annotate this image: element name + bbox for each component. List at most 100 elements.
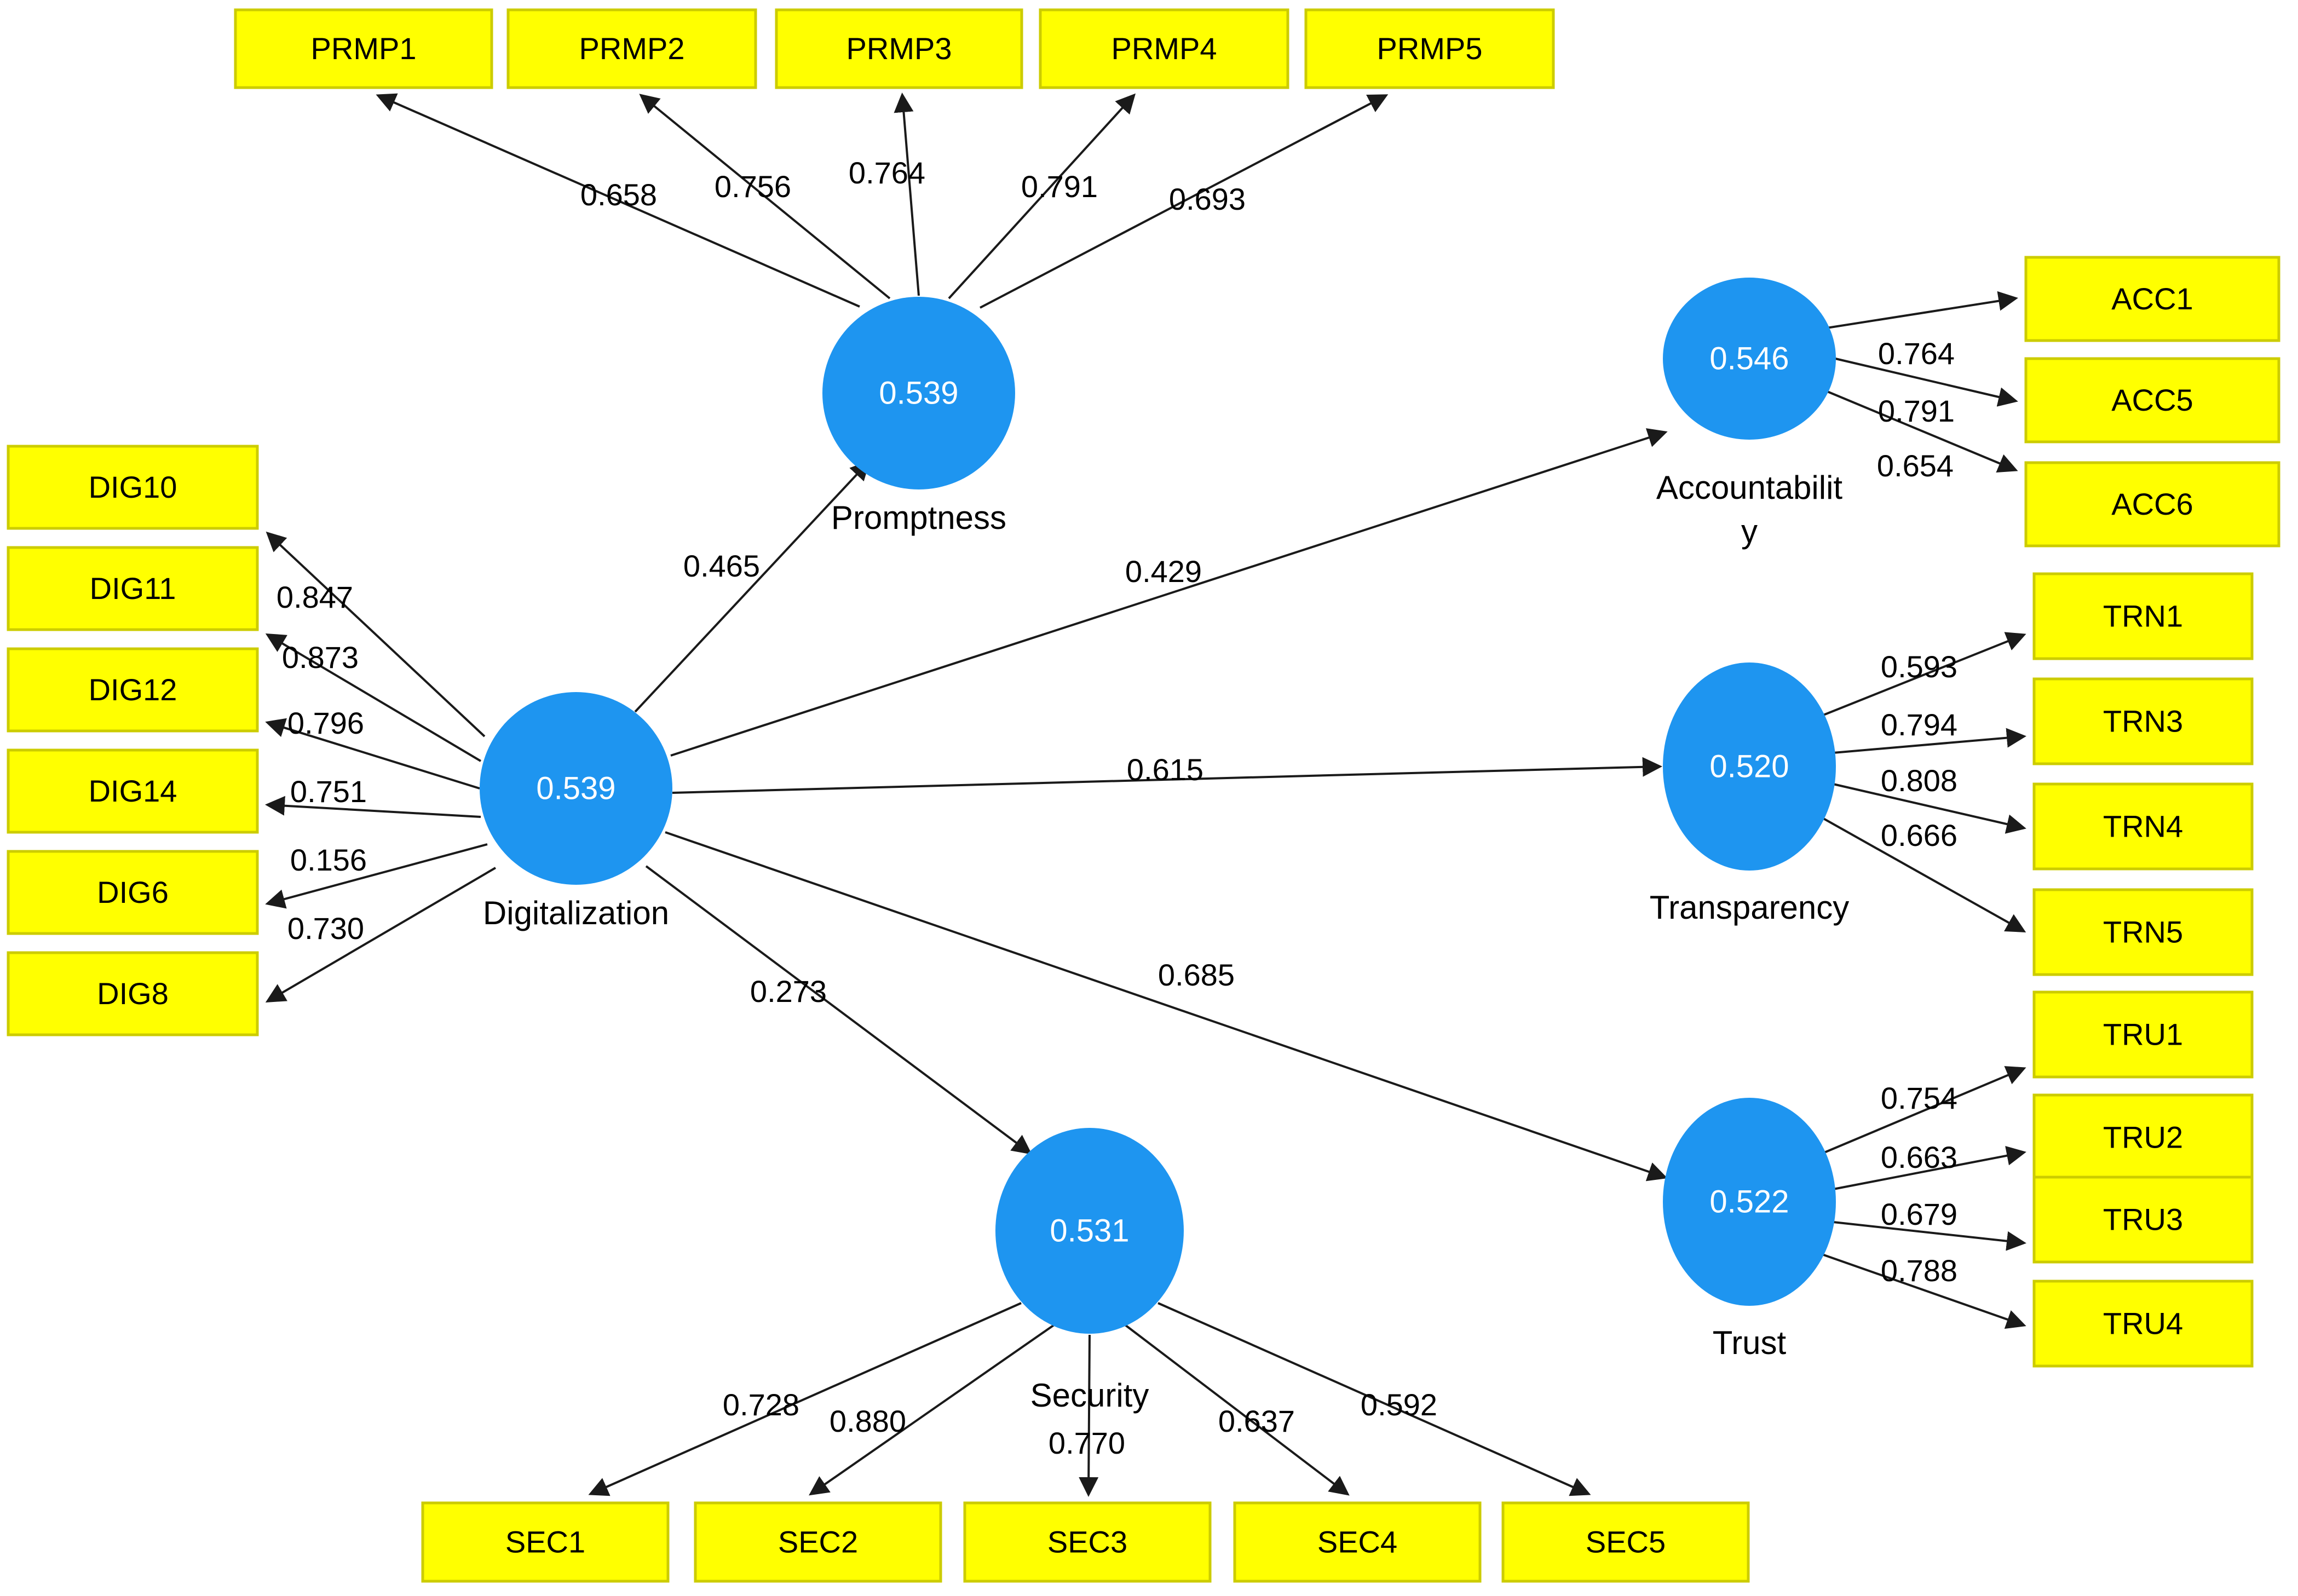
- latent-digitalization[interactable]: 0.539: [480, 692, 672, 885]
- latent-transparency[interactable]: 0.520: [1663, 662, 1836, 871]
- loading-value-digitalization-to-DIG14: 0.751: [290, 774, 367, 809]
- indicator-box-ACC6[interactable]: [2024, 461, 2280, 548]
- indicator-box-ACC5[interactable]: [2024, 357, 2280, 443]
- loading-value-promptness-to-PRMP4: 0.791: [1021, 169, 1098, 204]
- indicator-DIG10[interactable]: DIG10: [7, 445, 259, 530]
- indicator-SEC2[interactable]: SEC2: [694, 1501, 942, 1583]
- indicator-label-DIG8: DIG8: [97, 976, 169, 1011]
- path-edge-digitalization-to-transparency: [672, 757, 1662, 794]
- indicator-PRMP3[interactable]: PRMP3: [775, 8, 1023, 89]
- loading-edge-promptness-to-PRMP1: [376, 93, 860, 308]
- loading-value-security-to-SEC4: 0.637: [1218, 1404, 1295, 1438]
- indicator-PRMP5[interactable]: PRMP5: [1304, 8, 1555, 89]
- loading-value-accountability-to-ACC5: 0.791: [1878, 394, 1955, 428]
- indicator-SEC5[interactable]: SEC5: [1501, 1501, 1750, 1583]
- indicator-PRMP2[interactable]: PRMP2: [506, 8, 757, 89]
- indicator-label-TRN4: TRN4: [2103, 809, 2183, 843]
- indicator-box-DIG11[interactable]: [7, 546, 259, 631]
- latent-accountability[interactable]: 0.546: [1663, 278, 1836, 440]
- indicator-box-TRN4[interactable]: [2032, 782, 2254, 871]
- indicator-DIG12[interactable]: DIG12: [7, 647, 259, 733]
- indicator-box-DIG8[interactable]: [7, 951, 259, 1036]
- loading-edge-accountability-to-ACC5: [1835, 358, 2018, 407]
- latent-circle-security[interactable]: [995, 1128, 1184, 1334]
- latent-circle-transparency[interactable]: [1663, 662, 1836, 871]
- indicator-box-SEC5[interactable]: [1501, 1501, 1750, 1583]
- indicator-label-PRMP1: PRMP1: [311, 31, 417, 66]
- indicator-SEC4[interactable]: SEC4: [1233, 1501, 1482, 1583]
- loading-value-security-to-SEC1: 0.728: [723, 1387, 799, 1422]
- indicator-label-DIG11: DIG11: [90, 571, 176, 606]
- indicator-box-TRU3[interactable]: [2032, 1176, 2254, 1264]
- indicator-TRU4[interactable]: TRU4: [2032, 1280, 2254, 1368]
- indicator-label-SEC4: SEC4: [1317, 1524, 1397, 1559]
- indicator-SEC3[interactable]: SEC3: [963, 1501, 1212, 1583]
- indicator-box-PRMP4[interactable]: [1039, 8, 1289, 89]
- indicator-TRN5[interactable]: TRN5: [2032, 888, 2254, 976]
- indicator-PRMP4[interactable]: PRMP4: [1039, 8, 1289, 89]
- latent-promptness[interactable]: 0.539: [822, 297, 1015, 489]
- indicator-ACC5[interactable]: ACC5: [2024, 357, 2280, 443]
- loading-edge-trust-to-TRU4: [1820, 1253, 2026, 1329]
- loading-value-transparency-to-TRN4: 0.808: [1881, 763, 1957, 798]
- latent-value-promptness: 0.539: [879, 375, 958, 411]
- indicator-DIG8[interactable]: DIG8: [7, 951, 259, 1036]
- indicator-box-DIG12[interactable]: [7, 647, 259, 733]
- indicator-TRN1[interactable]: TRN1: [2032, 572, 2254, 660]
- loading-edge-promptness-to-PRMP3: [894, 93, 920, 296]
- loading-value-accountability-to-ACC1: 0.764: [1878, 336, 1955, 371]
- indicator-box-PRMP1[interactable]: [234, 8, 493, 89]
- indicator-box-SEC2[interactable]: [694, 1501, 942, 1583]
- indicator-TRN3[interactable]: TRN3: [2032, 677, 2254, 765]
- indicator-box-PRMP2[interactable]: [506, 8, 757, 89]
- indicator-PRMP1[interactable]: PRMP1: [234, 8, 493, 89]
- indicator-TRU3[interactable]: TRU3: [2032, 1176, 2254, 1264]
- indicator-box-TRN5[interactable]: [2032, 888, 2254, 976]
- path-edge-digitalization-to-accountability: [670, 428, 1668, 757]
- indicator-ACC1[interactable]: ACC1: [2024, 256, 2280, 342]
- loading-edge-trust-to-TRU2: [1833, 1146, 2026, 1190]
- indicator-box-PRMP3[interactable]: [775, 8, 1023, 89]
- loading-value-trust-to-TRU4: 0.788: [1881, 1253, 1957, 1288]
- indicator-box-TRU1[interactable]: [2032, 990, 2254, 1079]
- loading-edge-accountability-to-ACC6: [1823, 389, 2018, 473]
- indicator-box-TRN1[interactable]: [2032, 572, 2254, 660]
- indicator-TRU2[interactable]: TRU2: [2032, 1093, 2254, 1182]
- indicator-box-TRU4[interactable]: [2032, 1280, 2254, 1368]
- latent-circle-promptness[interactable]: [822, 297, 1015, 489]
- loading-edge-digitalization-to-DIG6: [265, 843, 488, 909]
- path-value-digitalization-to-transparency: 0.615: [1127, 752, 1203, 787]
- indicator-box-ACC1[interactable]: [2024, 256, 2280, 342]
- indicator-box-PRMP5[interactable]: [1304, 8, 1555, 89]
- latent-circle-accountability[interactable]: [1663, 278, 1836, 440]
- indicator-SEC1[interactable]: SEC1: [421, 1501, 670, 1583]
- indicator-label-SEC5: SEC5: [1586, 1524, 1666, 1559]
- latent-value-digitalization: 0.539: [536, 770, 615, 806]
- latent-circle-digitalization[interactable]: [480, 692, 672, 885]
- indicator-box-TRN3[interactable]: [2032, 677, 2254, 765]
- indicator-box-SEC3[interactable]: [963, 1501, 1212, 1583]
- loading-value-digitalization-to-DIG12: 0.796: [287, 706, 364, 740]
- loading-edge-transparency-to-TRN3: [1833, 728, 2026, 754]
- latent-security[interactable]: 0.531: [995, 1128, 1184, 1334]
- indicator-ACC6[interactable]: ACC6: [2024, 461, 2280, 548]
- indicator-box-DIG14[interactable]: [7, 748, 259, 834]
- indicator-box-DIG6[interactable]: [7, 850, 259, 935]
- indicator-DIG6[interactable]: DIG6: [7, 850, 259, 935]
- loading-edge-promptness-to-PRMP4: [948, 93, 1136, 299]
- indicator-DIG11[interactable]: DIG11: [7, 546, 259, 631]
- indicator-box-SEC1[interactable]: [421, 1501, 670, 1583]
- loading-edge-transparency-to-TRN5: [1820, 816, 2026, 932]
- latent-trust[interactable]: 0.522: [1663, 1098, 1836, 1306]
- loading-value-security-to-SEC2: 0.880: [830, 1404, 906, 1438]
- indicator-label-ACC1: ACC1: [2111, 281, 2193, 316]
- loading-edge-security-to-SEC1: [588, 1302, 1022, 1496]
- indicator-DIG14[interactable]: DIG14: [7, 748, 259, 834]
- loading-edge-accountability-to-ACC1: [1823, 291, 2018, 330]
- indicator-box-SEC4[interactable]: [1233, 1501, 1482, 1583]
- indicator-TRU1[interactable]: TRU1: [2032, 990, 2254, 1079]
- loading-edge-promptness-to-PRMP5: [980, 94, 1389, 309]
- latent-circle-trust[interactable]: [1663, 1098, 1836, 1306]
- indicator-box-DIG10[interactable]: [7, 445, 259, 530]
- indicator-TRN4[interactable]: TRN4: [2032, 782, 2254, 871]
